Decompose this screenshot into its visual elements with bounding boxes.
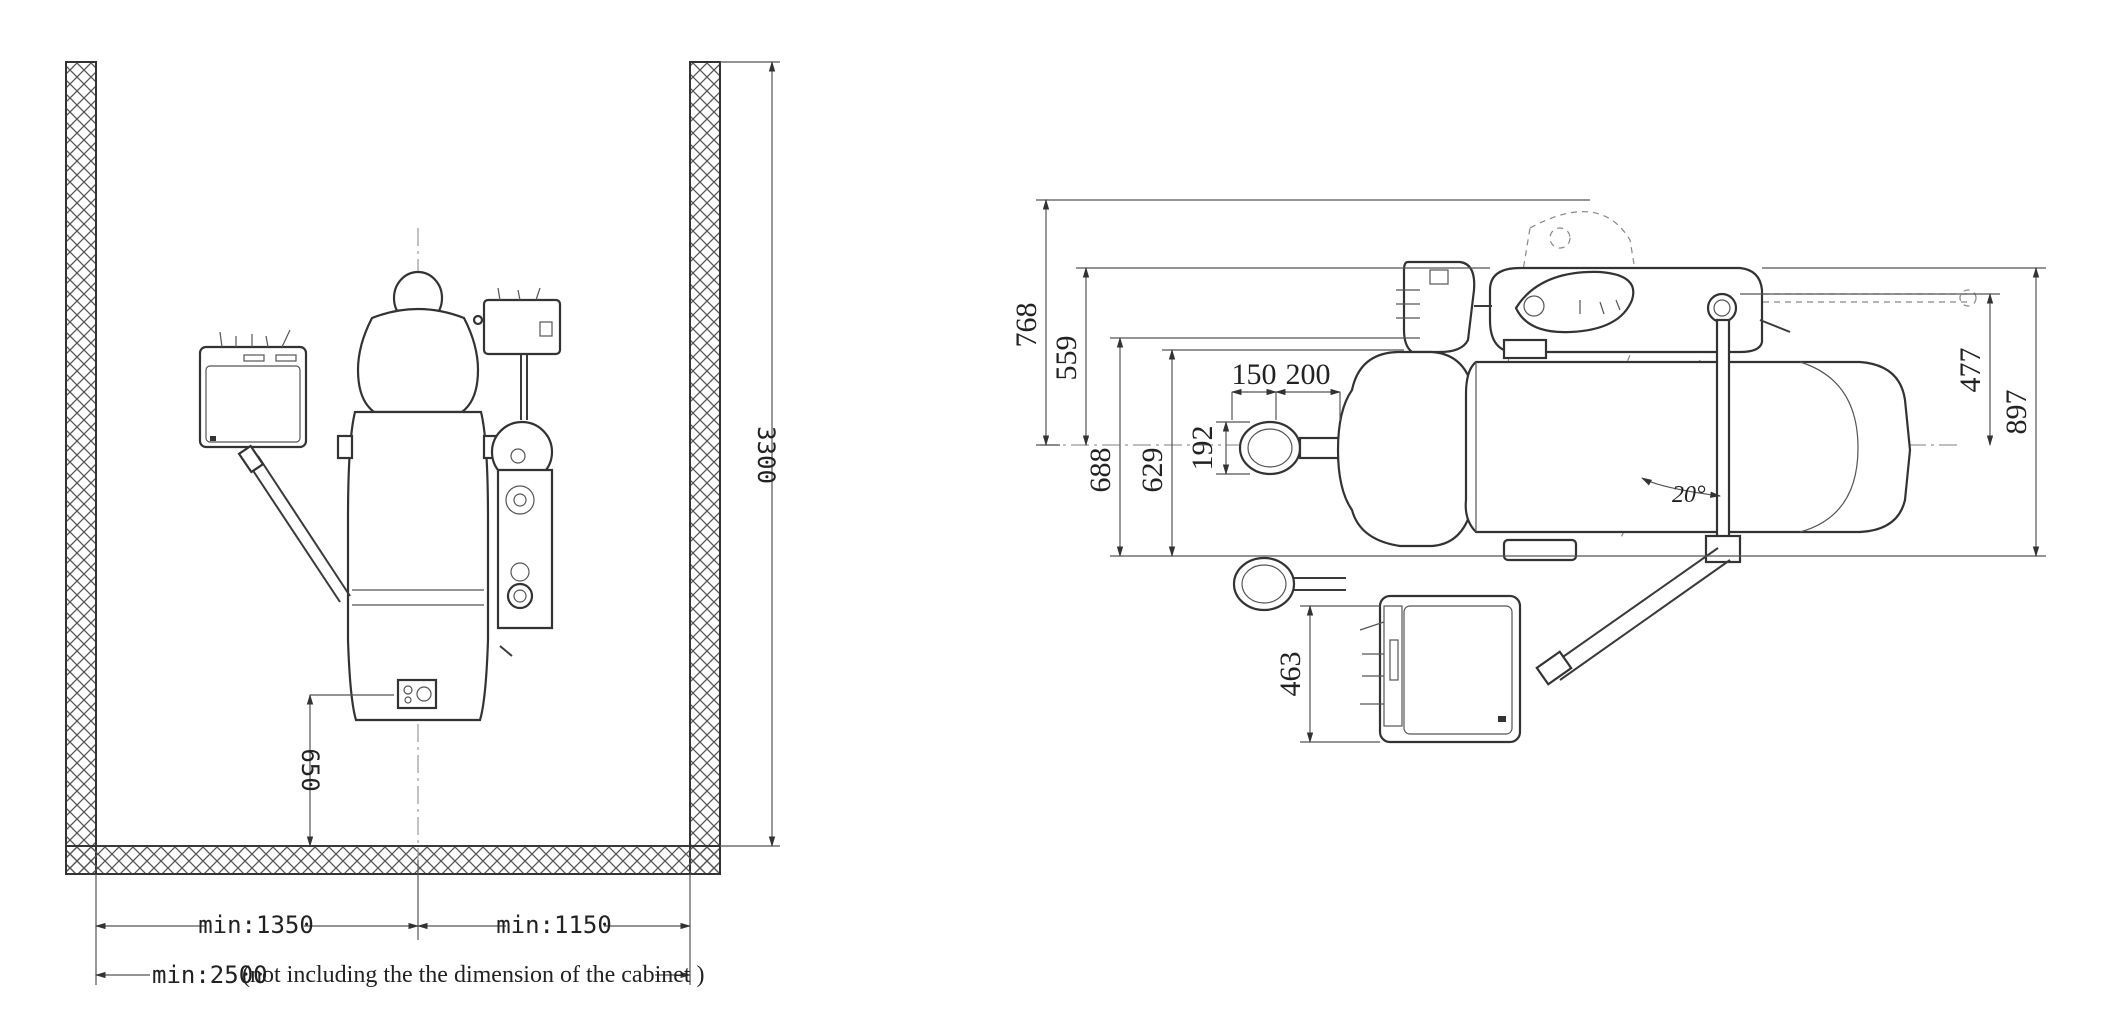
doctor-arm (245, 459, 341, 603)
spittoon-top (1514, 270, 1635, 334)
dim-192-label: 192 (1186, 426, 1219, 471)
angle-label: 20° (1672, 482, 1706, 508)
dim-463-label: 463 (1274, 652, 1307, 697)
dim-629-label: 629 (1136, 448, 1169, 493)
second-headrest (1232, 556, 1296, 612)
dim-688-label: 688 (1084, 448, 1117, 493)
right-wall (689, 61, 721, 875)
left-armrest (336, 434, 354, 460)
dim-1350-label: min:1350 (198, 911, 314, 939)
seat-top (1464, 360, 1912, 534)
chair-top-view: 20° 768 559 688 629 (1010, 198, 2046, 744)
doctor-tray (198, 345, 308, 449)
dim-2500-note: (not including the the dimension of the … (242, 962, 705, 988)
chair-seat (346, 410, 490, 722)
assistant-tray (482, 298, 562, 356)
dim-477-label: 477 (1954, 348, 1987, 393)
dim-200-label: 200 (1286, 358, 1331, 391)
dim-3300-label: 3300 (752, 426, 780, 484)
dim-1150-label: min:1150 (496, 911, 612, 939)
chair-post (1715, 318, 1731, 556)
left-wall (65, 61, 97, 875)
dim-559-label: 559 (1050, 336, 1083, 381)
dim-2500-label: min:2500 (152, 961, 268, 989)
dim-650-label: 650 (296, 748, 324, 791)
backrest-top (1336, 350, 1478, 548)
doctor-arm-top (1549, 547, 1719, 667)
armrest-top (1502, 538, 1578, 562)
backrest (356, 307, 480, 414)
dim-768-label: 768 (1010, 303, 1043, 348)
doctor-tray-top (1378, 594, 1522, 744)
headrest-top (1238, 420, 1302, 476)
assistant-holder (1402, 260, 1476, 354)
bottom-wall (65, 845, 721, 875)
dim-150-label: 150 (1232, 358, 1277, 391)
dim-897-label: 897 (2000, 390, 2033, 435)
floor-plan: 650 3300 min:1350 min:1150 min:2500 (not… (65, 60, 780, 989)
